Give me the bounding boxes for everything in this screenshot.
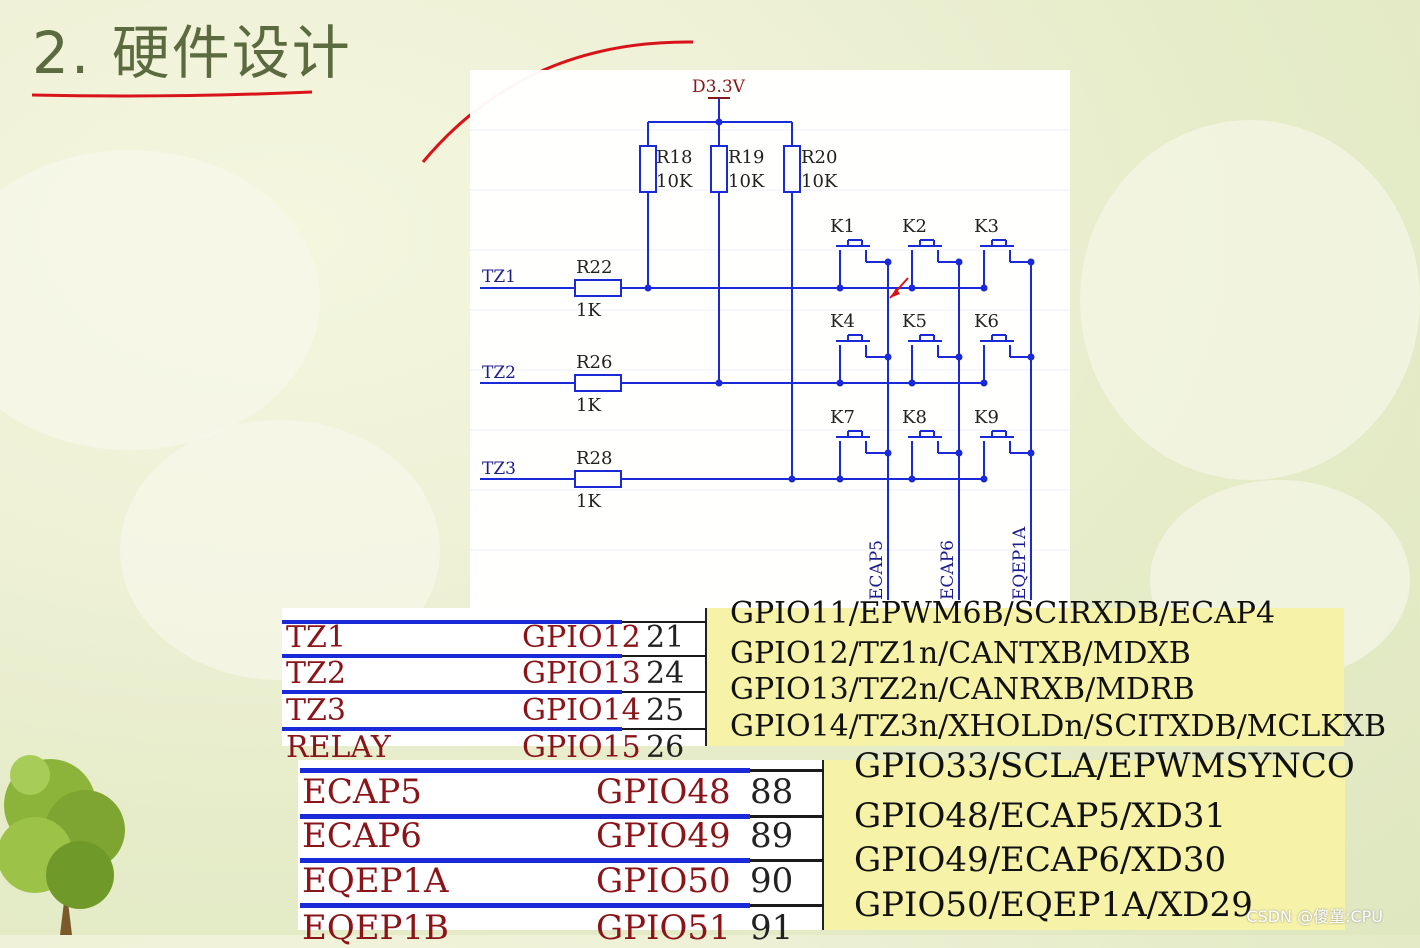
gpio-name: GPIO50	[596, 861, 731, 901]
key-label: K1	[830, 216, 855, 237]
pin-function: GPIO49/ECAP6/XD30	[854, 840, 1227, 880]
row-net-label: TZ1	[482, 267, 516, 287]
key-label: K3	[974, 216, 999, 237]
signal-name: RELAY	[286, 730, 391, 765]
gpio-name: GPIO48	[596, 772, 731, 812]
key-label: K9	[974, 407, 999, 428]
pin-number: 89	[750, 816, 794, 856]
signal-name: ECAP5	[302, 772, 422, 812]
key-label: K5	[902, 311, 927, 332]
row-net-label: TZ2	[482, 363, 516, 383]
schematic-panel	[470, 70, 1070, 610]
gpio-name: GPIO15	[522, 730, 641, 765]
pullup-ref: R20	[801, 147, 837, 168]
column-net-label: ECAP6	[938, 540, 958, 600]
row-resistor-value: 1K	[576, 491, 601, 512]
gpio-name: GPIO51	[596, 908, 731, 948]
tree-decoration	[0, 755, 125, 935]
row-resistor-value: 1K	[576, 300, 601, 321]
pullup-ref: R19	[728, 147, 764, 168]
signal-name: EQEP1A	[302, 861, 449, 901]
row-resistor-ref: R26	[576, 352, 612, 373]
pin-number: 90	[750, 861, 794, 901]
title-underline-annotation	[31, 90, 313, 98]
key-switch: K2	[902, 216, 963, 292]
function-highlight: GPIO33/SCLA/EPWMSYNCO GPIO48/ECAP5/XD31 …	[824, 746, 1355, 930]
signal-name: ECAP6	[302, 816, 422, 856]
row-net-label: TZ3	[482, 459, 516, 479]
pin-table-tz: GPIO11/EPWM6B/SCIRXDB/ECAP4 GPIO12/TZ1n/…	[282, 596, 1386, 765]
column-net-label: ECAP5	[867, 540, 887, 600]
gpio-name: GPIO14	[522, 693, 641, 728]
gpio-name: GPIO49	[596, 816, 731, 856]
gpio-name: GPIO13	[522, 656, 641, 691]
pin-function: GPIO12/TZ1n/CANTXB/MDXB	[730, 636, 1191, 671]
key-switch: K1	[830, 216, 892, 292]
key-label: K2	[902, 216, 927, 237]
pullup-value: 10K	[656, 171, 693, 192]
column-net-label: EQEP1A	[1010, 526, 1030, 600]
row-resistor-ref: R22	[576, 257, 612, 278]
pin-number: 26	[646, 730, 685, 765]
pullup-value: 10K	[728, 171, 765, 192]
signal-name: EQEP1B	[302, 908, 450, 948]
slide-title: 2. 硬件设计	[32, 19, 352, 87]
key-switch: K3	[974, 216, 1035, 292]
pin-function: GPIO48/ECAP5/XD31	[854, 796, 1227, 836]
pin-function: GPIO50/EQEP1A/XD29	[854, 885, 1253, 925]
pin-table-ecap: GPIO33/SCLA/EPWMSYNCO GPIO48/ECAP5/XD31 …	[298, 746, 1355, 948]
pin-number: 21	[646, 620, 685, 655]
power-label: D3.3V	[692, 77, 746, 97]
key-switch: K7	[830, 407, 892, 483]
background-blob	[0, 150, 320, 450]
signal-name: TZ3	[286, 693, 346, 728]
key-switch: K9	[974, 407, 1035, 483]
pin-number: 25	[646, 693, 685, 728]
signal-name: TZ1	[286, 620, 346, 655]
table-row: RELAY GPIO15 26	[282, 730, 1344, 765]
pin-number: 24	[646, 656, 685, 691]
table-row: EQEP1B GPIO51 91	[298, 908, 1345, 948]
pin-function: GPIO14/TZ3n/XHOLDn/SCITXDB/MCLKXB	[730, 709, 1387, 744]
pin-function: GPIO11/EPWM6B/SCIRXDB/ECAP4	[730, 596, 1276, 631]
pullup-ref: R18	[656, 147, 692, 168]
pin-function: GPIO33/SCLA/EPWMSYNCO	[854, 746, 1355, 786]
gpio-name: GPIO12	[522, 620, 641, 655]
key-switch: K8	[902, 407, 963, 483]
key-label: K8	[902, 407, 927, 428]
row-resistor-value: 1K	[576, 395, 601, 416]
row-resistor-ref: R28	[576, 448, 612, 469]
pin-function: GPIO13/TZ2n/CANRXB/MDRB	[730, 672, 1195, 707]
pullup-value: 10K	[801, 171, 838, 192]
key-label: K6	[974, 311, 999, 332]
key-label: K4	[830, 311, 855, 332]
key-switch: K5	[902, 311, 963, 387]
pin-number: 88	[750, 772, 794, 812]
background-blob	[1080, 120, 1420, 480]
key-switch: K6	[974, 311, 1035, 387]
pin-number: 91	[750, 908, 794, 948]
watermark: CSDN @傻童:CPU	[1246, 907, 1383, 926]
key-switch: K4	[830, 311, 892, 387]
signal-name: TZ2	[286, 656, 346, 691]
keypad-schematic: D3.3V R18 10K R19 10K R20 10K TZ1 R22 1K…	[470, 77, 1070, 600]
function-highlight: GPIO11/EPWM6B/SCIRXDB/ECAP4 GPIO12/TZ1n/…	[706, 596, 1386, 746]
key-label: K7	[830, 407, 855, 428]
